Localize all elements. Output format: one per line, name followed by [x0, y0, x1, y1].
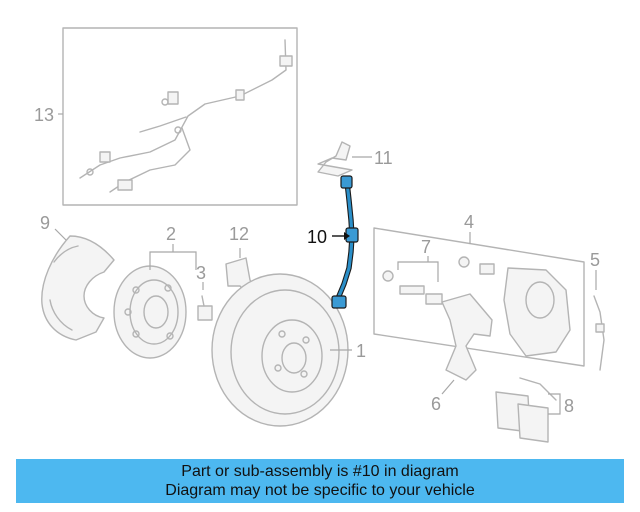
label-3: 3 — [196, 263, 206, 283]
part-10-brake-hose — [331, 175, 359, 309]
label-8: 8 — [564, 396, 574, 416]
label-1: 1 — [356, 341, 366, 361]
part-4-caliper — [373, 227, 585, 367]
label-11: 11 — [374, 148, 393, 168]
label-4: 4 — [464, 212, 474, 232]
part-11-bracket — [317, 141, 372, 177]
part-5-wear-sensor — [593, 270, 605, 371]
info-banner: Part or sub-assembly is #10 in diagram D… — [16, 459, 624, 503]
label-12: 12 — [229, 224, 249, 244]
banner-line-1: Part or sub-assembly is #10 in diagram — [181, 463, 459, 480]
part-8-brake-pads — [495, 377, 561, 443]
part-13-wiring-harness — [58, 27, 298, 206]
banner-line-2: Diagram may not be specific to your vehi… — [165, 482, 475, 499]
label-10: 10 — [307, 227, 327, 247]
label-7: 7 — [421, 237, 431, 257]
part-3-bolt — [197, 282, 213, 321]
part-7-guide-pins — [382, 256, 443, 305]
label-2: 2 — [166, 224, 176, 244]
parts-diagram: 13 11 9 2 3 12 — [34, 27, 605, 443]
label-5: 5 — [590, 250, 600, 270]
part-6-caliper-bracket — [441, 293, 493, 395]
label-13: 13 — [34, 105, 54, 125]
part-1-rotor — [211, 273, 352, 427]
part-2-hub — [113, 244, 197, 359]
label-6: 6 — [431, 394, 441, 414]
part-9-dust-shield — [41, 228, 115, 341]
label-9: 9 — [40, 213, 50, 233]
